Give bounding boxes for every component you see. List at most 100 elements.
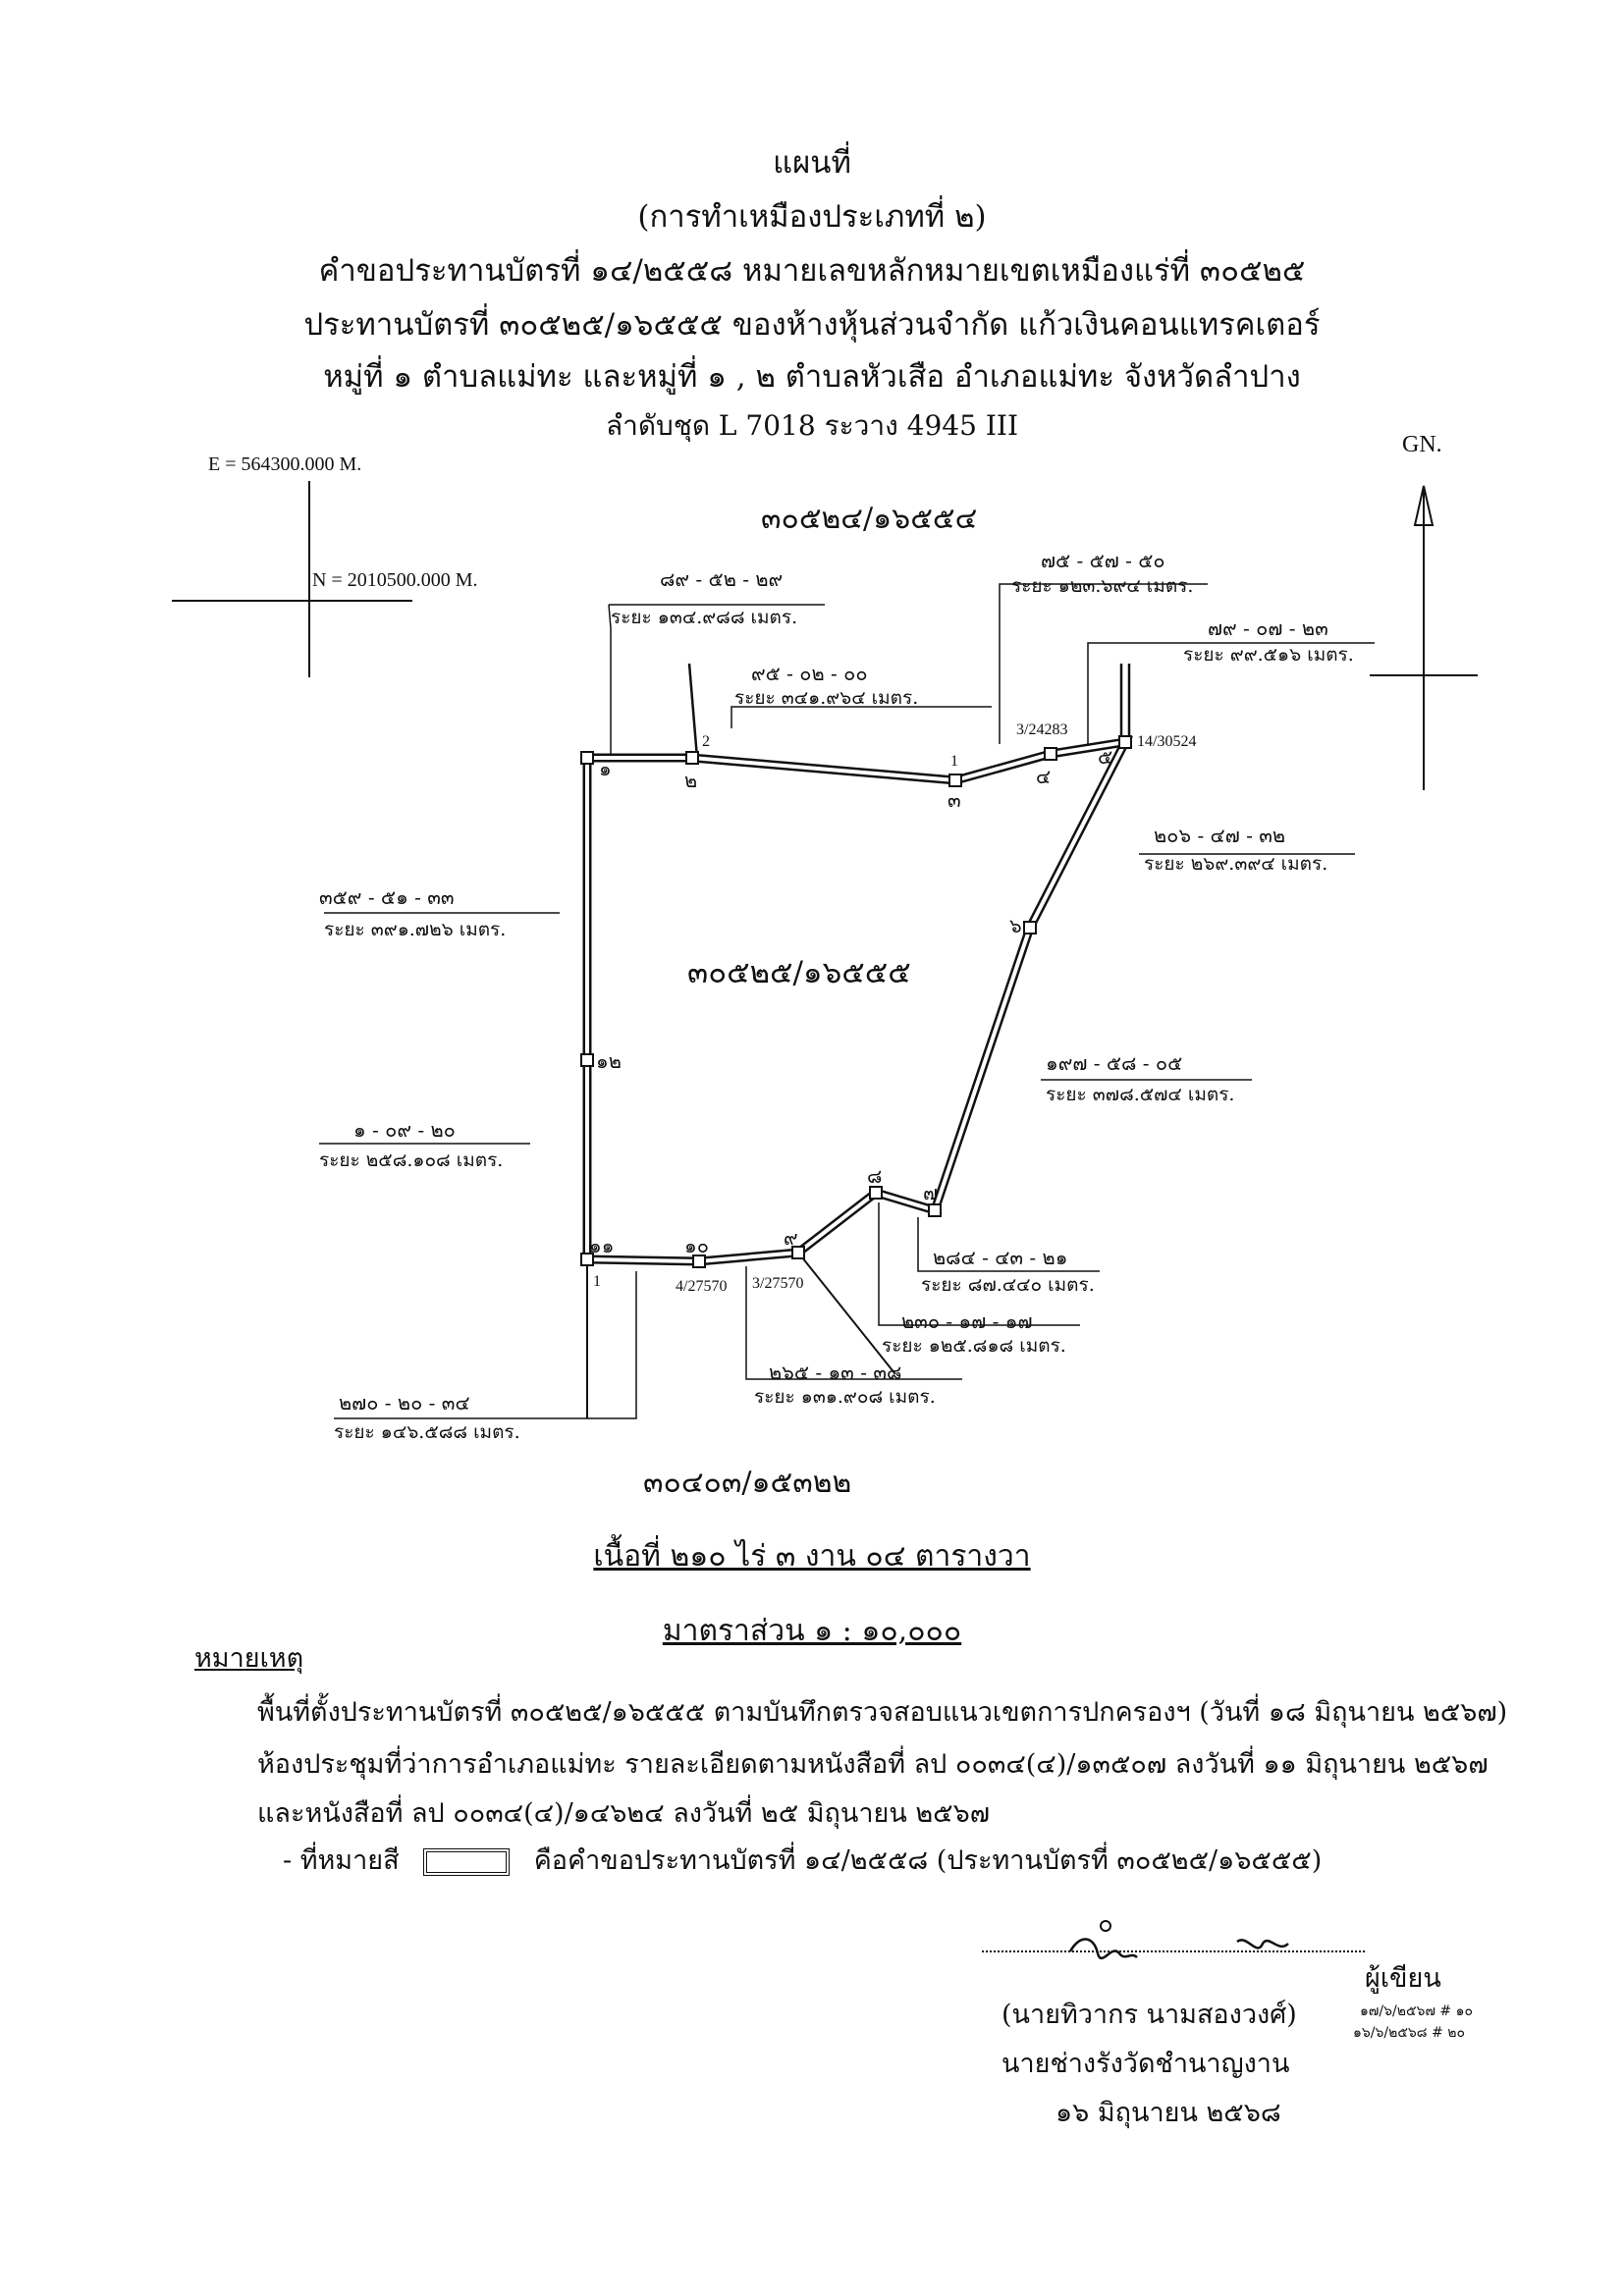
bearing-angle-4: ๙๕ - ๐๒ - ๐๐ — [751, 662, 868, 685]
leader-lines — [319, 583, 1375, 1419]
legend-text: คือคำขอประทานบัตรที่ ๑๔/๒๕๕๘ (ประทานบัตร… — [533, 1845, 1323, 1876]
signature-line — [982, 1950, 1365, 1952]
leader-b12 — [334, 1271, 637, 1419]
signer-title: นายช่างรังวัดชำนาญงาน — [1001, 2049, 1290, 2079]
point-label-10: ๑๐ — [684, 1234, 709, 1257]
signature-icon — [1068, 1920, 1289, 1960]
north-label: GN. — [1402, 432, 1442, 457]
bearing-dist-6: ระยะ ๓๙๑.๗๒๖ เมตร. — [324, 919, 507, 940]
remarks-heading: หมายเหตุ — [194, 1636, 303, 1679]
adjacent-line-2 — [687, 663, 699, 759]
parcel-boundary-outer — [582, 736, 1134, 1266]
point-label-3: ๓ — [947, 788, 961, 812]
header-line-2: ประทานบัตรที่ ๓๐๕๒๕/๑๖๕๕๕ ของห้างหุ้นส่ว… — [303, 307, 1321, 343]
bearing-angle-7: ๑๙๗ - ๕๘ - ๐๕ — [1046, 1051, 1183, 1075]
marker-7 — [928, 1203, 942, 1217]
parcel-boundary-inner — [585, 739, 1129, 1264]
adjacent-line-south-east — [797, 1252, 896, 1375]
bearing-angle-9: ๒๘๔ - ๔๓ - ๒๑ — [933, 1246, 1068, 1269]
bearing-dist-11: ระยะ ๑๓๑.๙๐๘ เมตร. — [754, 1386, 936, 1408]
point-label-4: ๔ — [1036, 765, 1051, 788]
signature-role: ผู้เขียน — [1365, 1963, 1441, 1994]
ref-label-3-27570: 3/27570 — [752, 1275, 803, 1292]
leader-b4 — [731, 706, 992, 728]
bearing-angle-5: ๒๐๖ - ๔๗ - ๓๒ — [1154, 824, 1286, 847]
bearing-dist-3: ระยะ ๙๙.๕๑๖ เมตร. — [1183, 644, 1354, 666]
signer-name: (นายทิวากร นามสองวงศ์) — [1001, 2000, 1297, 2030]
marker-5 — [1118, 735, 1132, 749]
marker-8 — [869, 1186, 883, 1200]
easting-label: E = 564300.000 M. — [208, 454, 362, 475]
bearing-dist-9: ระยะ ๘๗.๔๔๐ เมตร. — [921, 1274, 1095, 1296]
bearing-angle-11: ๒๖๕ - ๑๓ - ๓๘ — [769, 1361, 902, 1384]
bearing-dist-12: ระยะ ๑๔๖.๕๘๘ เมตร. — [334, 1421, 520, 1443]
legend-swatch — [423, 1847, 511, 1876]
point-label-9: ๙ — [784, 1226, 798, 1250]
point-label-11: ๑๑ — [589, 1234, 614, 1257]
header-line-3: หมู่ที่ ๑ ตำบลแม่ทะ และหมู่ที่ ๑ , ๒ ตำบ… — [323, 359, 1301, 395]
parcel-north: ๓๐๕๒๔/๑๖๕๕๔ — [761, 502, 978, 536]
leader-b10 — [878, 1202, 1080, 1326]
remarks-heading-text: หมายเหตุ — [194, 1643, 304, 1674]
bearing-angle-3: ๗๙ - ๐๗ - ๒๓ — [1208, 616, 1328, 640]
legend-prefix: - ที่หมายสี — [283, 1845, 400, 1876]
marker-6 — [1023, 921, 1037, 934]
point-label-7: ๗ — [923, 1181, 938, 1204]
bearing-angle-1: ๘๙ - ๕๒ - ๒๙ — [660, 567, 784, 591]
leader-b2 — [999, 583, 1208, 744]
marker-10 — [692, 1255, 706, 1268]
area-text: เนื้อที่ ๒๑๐ ไร่ ๓ งาน ๐๔ ตารางวา — [593, 1539, 1031, 1574]
point-label-2: ๒ — [684, 769, 697, 792]
bearing-dist-4: ระยะ ๓๔๑.๙๖๔ เมตร. — [734, 687, 919, 709]
north-arrow-icon — [1413, 485, 1435, 526]
marker-11 — [580, 1253, 594, 1266]
leader-b3 — [1087, 642, 1375, 746]
point-label-6: ๖ — [1009, 914, 1022, 937]
marker-9 — [791, 1246, 805, 1259]
bearing-dist-1: ระยะ ๑๓๔.๙๘๘ เมตร. — [611, 607, 798, 628]
remarks-line-2: ห้องประชุมที่ว่าการอำเภอแม่ทะ รายละเอียด… — [257, 1749, 1489, 1780]
parcel-south: ๓๐๔๐๓/๑๕๓๒๒ — [643, 1466, 852, 1500]
bearing-dist-2: ระยะ ๑๒๓.๖๙๔ เมตร. — [1011, 575, 1194, 597]
signature-date: ๑๖ มิถุนายน ๒๕๖๘ — [1056, 2098, 1281, 2128]
leader-b9 — [917, 1217, 1100, 1272]
ref-label-3-24283: 3/24283 — [1016, 721, 1067, 738]
legend-row: - ที่หมายสี คือคำขอประทานบัตรที่ ๑๔/๒๕๕๘… — [283, 1839, 1322, 1881]
area-label: เนื้อที่ ๒๑๐ ไร่ ๓ งาน ๐๔ ตารางวา — [0, 1533, 1624, 1579]
bearing-dist-7: ระยะ ๓๗๘.๕๗๔ เมตร. — [1046, 1084, 1235, 1105]
header-line-1: คำขอประทานบัตรที่ ๑๔/๒๕๕๘ หมายเลขหลักหมา… — [318, 253, 1306, 289]
handwritten-note-2: ๑๖/๖/๒๕๖๘ # ๒๐ — [1353, 2025, 1466, 2041]
handwritten-note-1: ๑๗/๖/๒๕๖๗ # ๑๐ — [1360, 2003, 1474, 2019]
scale-label: มาตราส่วน ๑ : ๑๐,๐๐๐ — [0, 1608, 1624, 1654]
point-label-8: ๘ — [867, 1164, 882, 1188]
bearing-angle-12: ๒๗๐ - ๒๐ - ๓๔ — [339, 1391, 470, 1415]
marker-1 — [580, 751, 594, 765]
bearing-dist-8: ระยะ ๒๕๘.๑๐๘ เมตร. — [319, 1149, 504, 1171]
ref-label-14-30524: 14/30524 — [1137, 733, 1196, 750]
point-label-1: ๑ — [599, 757, 612, 780]
ref-label-2: 2 — [702, 733, 710, 750]
ref-label-4-27570: 4/27570 — [676, 1278, 727, 1295]
northing-label: N = 2010500.000 M. — [312, 569, 478, 591]
header-line-4: ลำดับชุด L 7018 ระวาง 4945 III — [605, 409, 1018, 442]
remarks-line-1: พื้นที่ตั้งประทานบัตรที่ ๓๐๕๒๕/๑๖๕๕๕ ตาม… — [257, 1697, 1508, 1728]
marker-4 — [1044, 747, 1057, 761]
bearing-angle-10: ๒๓๐ - ๑๗ - ๑๗ — [901, 1309, 1033, 1333]
marker-3 — [948, 774, 962, 787]
marker-12 — [580, 1053, 594, 1067]
map-title: แผนที่ — [773, 145, 851, 181]
bearing-angle-6: ๓๕๙ - ๕๑ - ๓๓ — [319, 885, 455, 909]
leader-b11 — [745, 1266, 962, 1380]
leader-b1 — [608, 604, 612, 756]
scale-text: มาตราส่วน ๑ : ๑๐,๐๐๐ — [662, 1614, 962, 1648]
point-label-5: ๕ — [1098, 745, 1112, 769]
remarks-line-3: และหนังสือที่ ลป ๐๐๓๔(๔)/๑๔๖๒๔ ลงวันที่ … — [257, 1798, 991, 1829]
map-subtitle: (การทำเหมืองประเภทที่ ๒) — [637, 199, 987, 235]
bearing-dist-5: ระยะ ๒๖๙.๓๙๔ เมตร. — [1144, 853, 1328, 875]
survey-markers — [580, 735, 1132, 1268]
bearing-angle-2: ๗๕ - ๕๗ - ๕๐ — [1041, 549, 1165, 572]
bearing-angle-8: ๑ - ๐๙ - ๒๐ — [353, 1118, 456, 1142]
bearing-dist-10: ระยะ ๑๒๕.๘๑๘ เมตร. — [882, 1335, 1066, 1357]
ref-label-1-top: 1 — [950, 753, 958, 770]
